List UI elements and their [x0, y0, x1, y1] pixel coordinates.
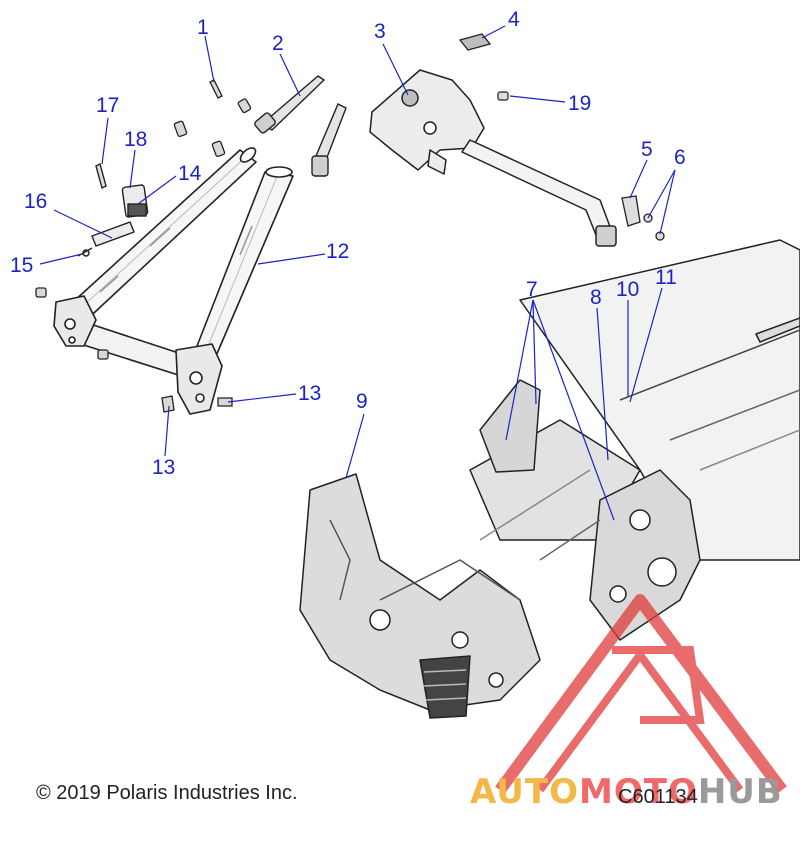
callout-13-right: 13	[298, 382, 321, 405]
loose-fasteners	[35, 79, 252, 413]
pin-fastener	[497, 91, 509, 101]
callout-18: 18	[124, 128, 147, 151]
callout-4: 4	[508, 8, 520, 31]
watermark-logo	[495, 594, 787, 794]
link-rods	[254, 75, 347, 177]
callout-12: 12	[326, 240, 349, 263]
drawing-code: C601134	[618, 786, 698, 808]
front-cross-tube-assembly	[53, 147, 294, 415]
callout-19: 19	[568, 92, 591, 115]
callout-10: 10	[616, 278, 639, 301]
callout-15: 15	[10, 254, 33, 277]
steering-support-bracket	[369, 69, 617, 247]
callout-5: 5	[641, 138, 653, 161]
main-chassis-frame	[299, 239, 800, 719]
side-bracket-and-nuts	[621, 195, 665, 241]
callout-17: 17	[96, 94, 119, 117]
callout-numbers: 1 2 3 4 5 6 7 8 9 10 11 12 13 13 14 15 1…	[10, 8, 686, 479]
callout-2: 2	[272, 32, 284, 55]
callout-7: 7	[526, 278, 538, 301]
tube-clamp-parts	[77, 162, 149, 257]
callout-16: 16	[24, 190, 47, 213]
callout-9: 9	[356, 390, 368, 413]
leader-lines	[39, 25, 676, 521]
copyright-notice: © 2019 Polaris Industries Inc.	[36, 782, 298, 804]
callout-11: 11	[655, 266, 677, 289]
callout-13-bottom: 13	[152, 456, 175, 479]
callout-6: 6	[674, 146, 686, 169]
callout-14: 14	[178, 162, 202, 185]
watermark-brand-text: AUTOMOTOHUB	[470, 772, 783, 812]
callout-3: 3	[374, 20, 386, 43]
callout-8: 8	[590, 286, 602, 309]
callout-1: 1	[197, 16, 209, 39]
